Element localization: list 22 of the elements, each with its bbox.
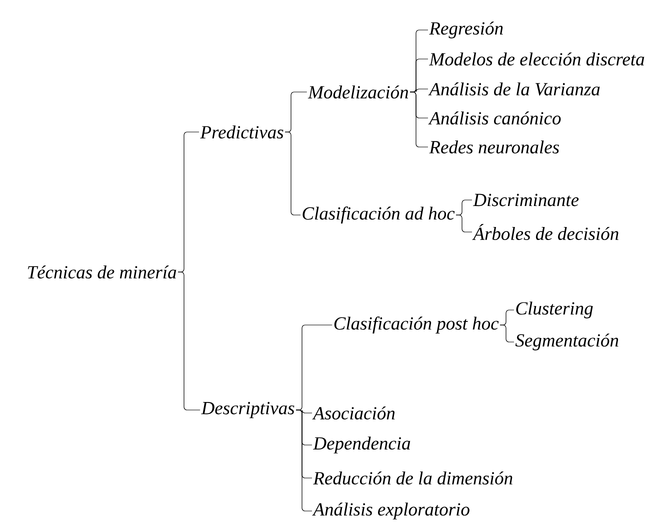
term-label: Análisis de la Varianza [428, 82, 600, 96]
brace [178, 272, 200, 410]
brace [500, 324, 514, 342]
term-label: Regresión [429, 22, 503, 38]
term-label: Clustering [516, 302, 593, 318]
term-label: Redes neuronales [429, 140, 559, 154]
term-label: Descriptivas [201, 402, 294, 418]
term-label: Análisis exploratorio [312, 502, 470, 520]
term-label: Análisis canónico [428, 111, 561, 125]
term-label: Asociación [312, 406, 395, 420]
term-label: Discriminante [473, 194, 579, 206]
term-label: Predictivas [200, 125, 284, 138]
term-label: Reducción de la dimensión [313, 471, 512, 485]
term-label: Segmentación [515, 334, 618, 350]
term-label: Modelos de elección discreta [429, 52, 644, 66]
term-label: Árboles de decisión [472, 224, 618, 240]
term-label: Modelización [308, 85, 408, 99]
term-label: Dependencia [313, 436, 410, 454]
brace [456, 214, 472, 232]
term-label: Clasificación post hoc [334, 316, 499, 334]
term-label: Clasificación ad hoc [302, 206, 455, 224]
term-label: Técnicas de minería [28, 265, 176, 279]
